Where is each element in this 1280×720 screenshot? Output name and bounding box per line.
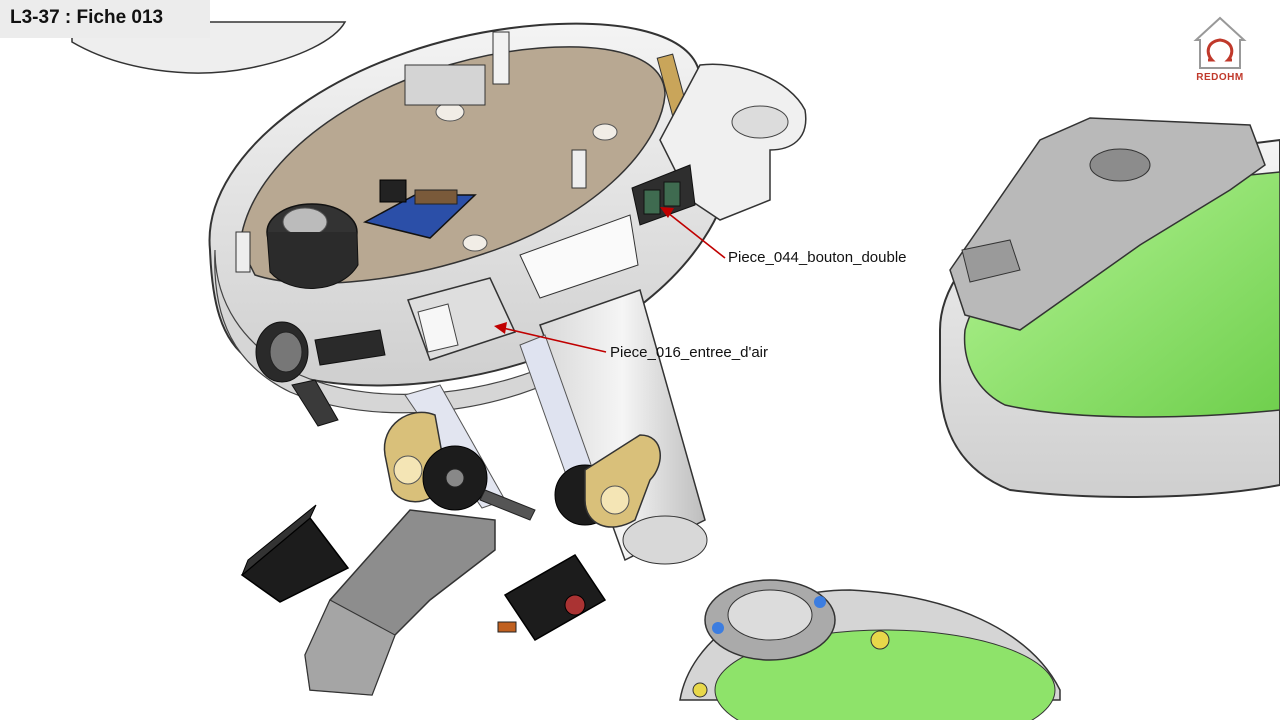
header-title-box: L3-37 : Fiche 013 xyxy=(0,0,210,38)
redohm-logo: REDOHM xyxy=(1190,12,1250,90)
side-bracket xyxy=(659,63,807,221)
logo-text: REDOHM xyxy=(1196,72,1244,83)
callout-arrow-entree xyxy=(494,322,607,353)
page-title: L3-37 : Fiche 013 xyxy=(10,7,164,28)
servo-left xyxy=(240,504,350,603)
bottom-bearing-assembly xyxy=(679,579,1061,720)
callout-label-entree-air: Piece_016_entree_d'air xyxy=(610,344,768,361)
right-ring-with-green-insert xyxy=(939,117,1280,498)
callout-arrow-bouton xyxy=(660,207,726,259)
right-servo-horn-assembly xyxy=(554,434,661,528)
clamp-block xyxy=(949,117,1266,331)
grey-arm-bracket xyxy=(304,509,496,696)
fan-unit xyxy=(404,64,486,106)
circuit-board xyxy=(362,194,477,239)
left-servo-horn-assembly xyxy=(383,411,536,521)
callout-label-bouton-double: Piece_044_bouton_double xyxy=(728,249,907,266)
main-body-ring xyxy=(208,22,807,427)
servo-right xyxy=(497,554,607,641)
house-omega-icon xyxy=(1193,16,1247,69)
